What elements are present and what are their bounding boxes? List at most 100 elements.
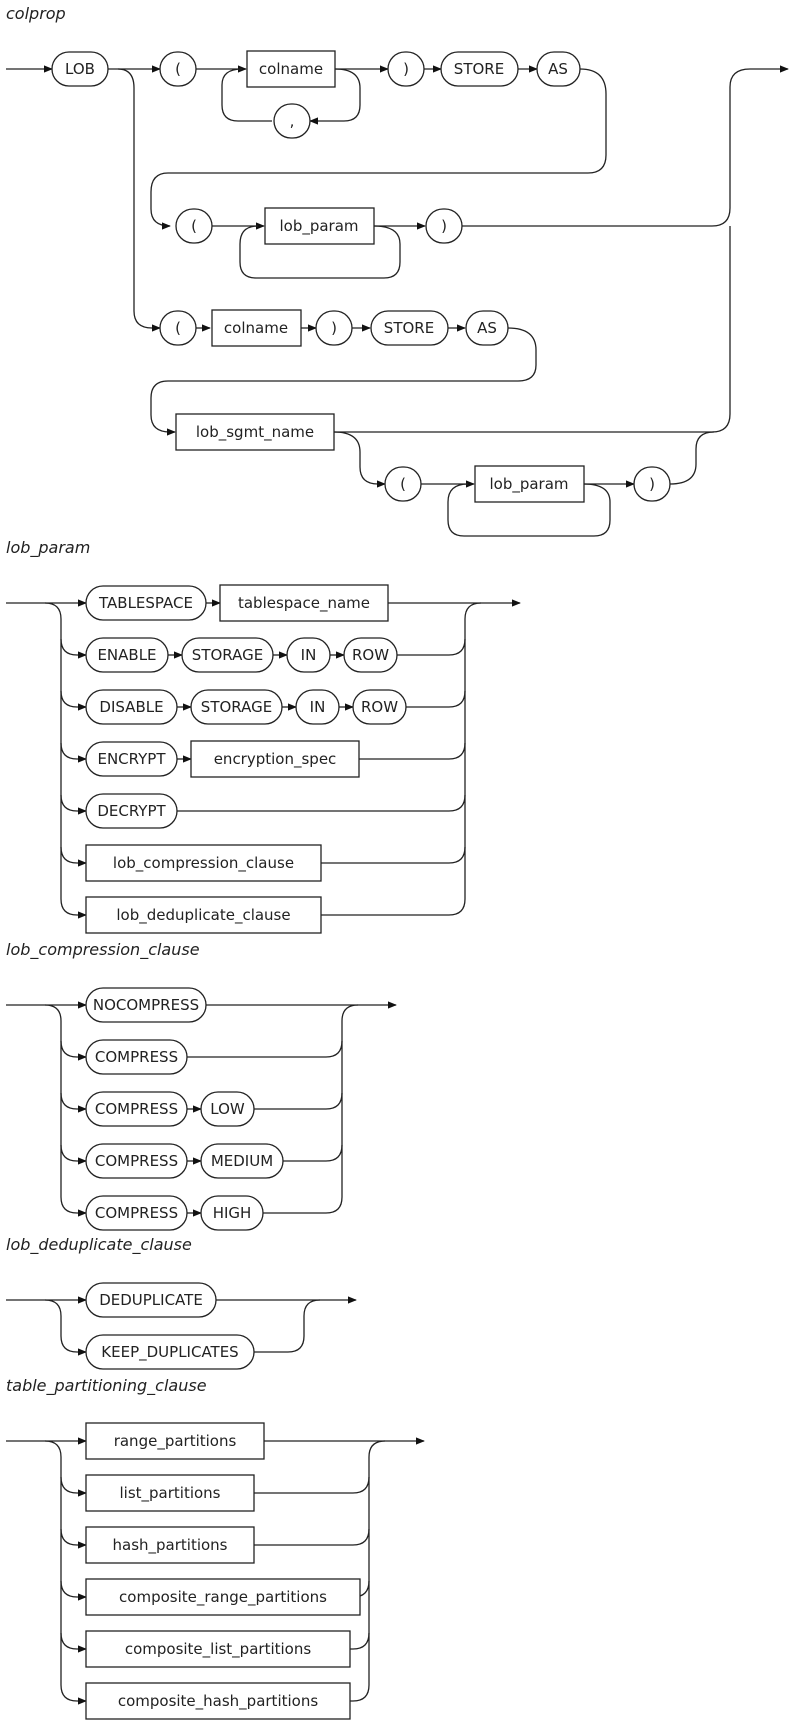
keyword-row: ROW: [352, 689, 407, 725]
keyword-compress: COMPRESS: [85, 1091, 188, 1127]
svg-text:range_partitions: range_partitions: [114, 1432, 237, 1451]
rule-title-lob-compression-clause: lob_compression_clause: [6, 940, 200, 960]
svg-text:AS: AS: [477, 319, 497, 337]
svg-text:TABLESPACE: TABLESPACE: [98, 594, 193, 612]
nonterminal-composite-hash-partitions[interactable]: composite_hash_partitions: [85, 1682, 351, 1720]
svg-text:STORE: STORE: [384, 319, 434, 337]
svg-text:): ): [649, 475, 655, 493]
keyword-as: AS: [465, 310, 509, 346]
keyword-disable: DISABLE: [85, 689, 178, 725]
svg-text:COMPRESS: COMPRESS: [95, 1048, 178, 1066]
svg-text:COMPRESS: COMPRESS: [95, 1204, 178, 1222]
svg-text:AS: AS: [548, 60, 568, 78]
svg-text:tablespace_name: tablespace_name: [238, 594, 370, 613]
rule-title-colprop: colprop: [6, 4, 66, 23]
keyword-comma: ,: [273, 103, 311, 139]
svg-text:composite_list_partitions: composite_list_partitions: [125, 1640, 312, 1659]
keyword-nocompress: NOCOMPRESS: [85, 987, 207, 1023]
svg-text:lob_deduplicate_clause: lob_deduplicate_clause: [116, 906, 290, 925]
svg-text:list_partitions: list_partitions: [119, 1484, 220, 1503]
lob-compression-clause-tracks: [6, 1001, 397, 1217]
nonterminal-tablespace-name[interactable]: tablespace_name: [219, 584, 389, 622]
lob-deduplicate-clause-tracks: [6, 1296, 357, 1356]
svg-text:DECRYPT: DECRYPT: [97, 802, 166, 820]
keyword-encrypt: ENCRYPT: [85, 741, 178, 777]
svg-text:(: (: [175, 319, 181, 337]
svg-text:COMPRESS: COMPRESS: [95, 1100, 178, 1118]
svg-text:DISABLE: DISABLE: [99, 698, 163, 716]
svg-text:): ): [441, 217, 447, 235]
svg-text:colname: colname: [259, 60, 323, 78]
svg-text:STORAGE: STORAGE: [201, 698, 272, 716]
keyword-as: AS: [536, 51, 581, 87]
keyword-open-paren: (: [384, 466, 422, 502]
rule-title-table-partitioning-clause: table_partitioning_clause: [6, 1376, 207, 1396]
keyword-high: HIGH: [200, 1195, 264, 1231]
svg-text:COMPRESS: COMPRESS: [95, 1152, 178, 1170]
nonterminal-composite-list-partitions[interactable]: composite_list_partitions: [85, 1630, 351, 1668]
svg-text:ROW: ROW: [352, 646, 389, 664]
svg-text:): ): [403, 60, 409, 78]
keyword-in: IN: [295, 689, 340, 725]
colprop-tracks: [6, 65, 789, 537]
nonterminal-lob-deduplicate-clause[interactable]: lob_deduplicate_clause: [85, 896, 322, 934]
rule-title-lob-param: lob_param: [6, 538, 90, 558]
table-partitioning-clause-tracks: [6, 1437, 425, 1705]
svg-text:hash_partitions: hash_partitions: [113, 1536, 228, 1555]
svg-text:HIGH: HIGH: [213, 1204, 252, 1222]
keyword-low: LOW: [200, 1091, 255, 1127]
svg-text:LOW: LOW: [210, 1100, 245, 1118]
keyword-close-paren: ): [425, 208, 463, 244]
nonterminal-lob-param[interactable]: lob_param: [474, 465, 585, 503]
nonterminal-hash-partitions[interactable]: hash_partitions: [85, 1526, 255, 1564]
keyword-storage: STORAGE: [190, 689, 283, 725]
keyword-in: IN: [286, 637, 331, 673]
svg-text:encryption_spec: encryption_spec: [214, 750, 337, 769]
keyword-tablespace: TABLESPACE: [85, 585, 207, 621]
svg-text:lob_param: lob_param: [279, 217, 358, 236]
svg-text:(: (: [191, 217, 197, 235]
nonterminal-lob-param[interactable]: lob_param: [264, 207, 375, 245]
svg-text:DEDUPLICATE: DEDUPLICATE: [99, 1291, 203, 1309]
svg-text:lob_compression_clause: lob_compression_clause: [113, 854, 294, 873]
svg-text:ENCRYPT: ENCRYPT: [97, 750, 166, 768]
svg-text:lob_sgmt_name: lob_sgmt_name: [196, 423, 314, 442]
keyword-open-paren: (: [175, 208, 213, 244]
keyword-close-paren: ): [633, 466, 671, 502]
keyword-decrypt: DECRYPT: [85, 793, 178, 829]
keyword-keep-duplicates: KEEP_DUPLICATES: [85, 1334, 255, 1370]
keyword-lob: LOB: [51, 51, 109, 87]
svg-text:(: (: [400, 475, 406, 493]
svg-text:NOCOMPRESS: NOCOMPRESS: [93, 996, 199, 1014]
svg-text:ROW: ROW: [361, 698, 398, 716]
svg-text:composite_range_partitions: composite_range_partitions: [119, 1588, 327, 1607]
nonterminal-lob-sgmt-name[interactable]: lob_sgmt_name: [175, 413, 335, 451]
svg-text:MEDIUM: MEDIUM: [211, 1152, 273, 1170]
rule-lob-deduplicate-clause: lob_deduplicate_clauseDEDUPLICATEKEEP_DU…: [6, 1235, 357, 1370]
keyword-store: STORE: [370, 310, 449, 346]
svg-text:composite_hash_partitions: composite_hash_partitions: [118, 1692, 319, 1711]
svg-text:(: (: [175, 60, 181, 78]
keyword-compress: COMPRESS: [85, 1039, 188, 1075]
nonterminal-range-partitions[interactable]: range_partitions: [85, 1422, 265, 1460]
svg-text:LOB: LOB: [65, 60, 95, 78]
keyword-close-paren: ): [387, 51, 425, 87]
keyword-enable: ENABLE: [85, 637, 169, 673]
nonterminal-list-partitions[interactable]: list_partitions: [85, 1474, 255, 1512]
keyword-row: ROW: [343, 637, 398, 673]
nonterminal-lob-compression-clause[interactable]: lob_compression_clause: [85, 844, 322, 882]
nonterminal-composite-range-partitions[interactable]: composite_range_partitions: [85, 1578, 361, 1616]
keyword-open-paren: (: [159, 310, 197, 346]
nonterminal-colname[interactable]: colname: [211, 309, 302, 347]
svg-text:STORAGE: STORAGE: [192, 646, 263, 664]
nonterminal-encryption-spec[interactable]: encryption_spec: [190, 740, 360, 778]
keyword-compress: COMPRESS: [85, 1143, 188, 1179]
svg-text:lob_param: lob_param: [489, 475, 568, 494]
keyword-compress: COMPRESS: [85, 1195, 188, 1231]
svg-text:STORE: STORE: [454, 60, 504, 78]
nonterminal-colname[interactable]: colname: [246, 50, 336, 88]
